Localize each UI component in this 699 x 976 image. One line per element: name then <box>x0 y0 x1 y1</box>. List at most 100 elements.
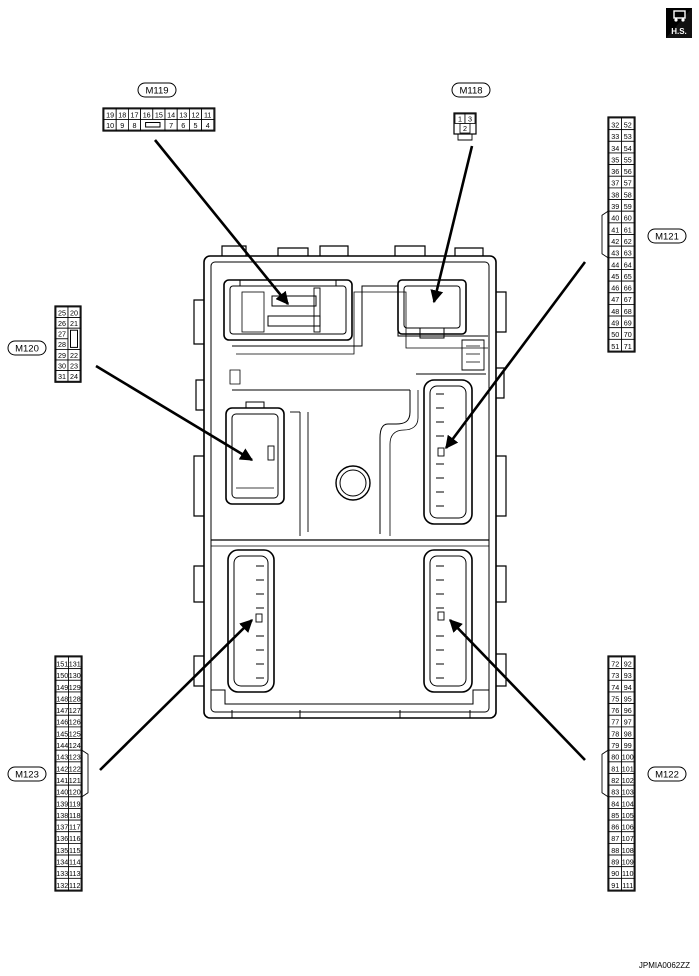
m122-pin-label: 91 <box>611 881 619 890</box>
m122-pin-label: 88 <box>611 846 619 855</box>
m123-pin-label: 150 <box>56 671 68 680</box>
m121-pin-label: 60 <box>624 214 632 223</box>
m122-pin-label: 72 <box>611 659 619 668</box>
m123-pin-label: 128 <box>69 694 81 703</box>
m123-pin-label: 126 <box>69 718 81 727</box>
m120-pin-label: 23 <box>70 361 78 370</box>
m119-socket <box>223 279 353 341</box>
m119-key <box>145 122 161 128</box>
m121-pin-label: 42 <box>611 237 619 246</box>
m122-socket <box>423 549 473 693</box>
m123-pin-label: 130 <box>69 671 81 680</box>
m118-socket <box>397 279 467 339</box>
m121-pin-label: 66 <box>624 284 632 293</box>
m123-socket <box>227 549 275 693</box>
m118-frame <box>453 112 477 135</box>
m122-pin-label: 97 <box>624 718 632 727</box>
m123-pin-label: 114 <box>69 858 80 867</box>
m123-pin-label: 148 <box>56 694 68 703</box>
m118-pin-label: 3 <box>468 114 472 123</box>
m120-pin-label: 22 <box>70 351 78 360</box>
m122-pin-label: 100 <box>622 753 634 762</box>
m122-pin-label: 80 <box>611 753 619 762</box>
m122-pin-label: 76 <box>611 706 619 715</box>
m122-pin-label: 79 <box>611 741 619 750</box>
m121-pin-label: 68 <box>624 307 632 316</box>
m123-pin-label: 121 <box>69 776 81 785</box>
m123-pin-label: 143 <box>56 753 68 762</box>
m122-pin-label: 111 <box>622 881 633 890</box>
m121-pin-label: 36 <box>611 167 619 176</box>
m122-pin-label: 107 <box>622 834 634 843</box>
m120-pin-label: 29 <box>58 351 66 360</box>
m122-pin-label: 75 <box>611 694 619 703</box>
m119-pin-label: 6 <box>181 121 185 130</box>
m122-pin-label: 96 <box>624 706 632 715</box>
m122-pin-label: 85 <box>611 811 619 820</box>
arrow-m120 <box>95 364 254 462</box>
m121-pin-label: 50 <box>611 330 619 339</box>
m123-pin-label: 141 <box>56 776 68 785</box>
m123-pin-label: 146 <box>56 718 68 727</box>
m123-pin-label: 123 <box>69 753 81 762</box>
label-m123-text: M123 <box>15 770 39 781</box>
arrow-m122 <box>449 619 586 761</box>
m118-pin-label: 1 <box>458 114 462 123</box>
m123-pin-label: 112 <box>69 881 80 890</box>
m123-pin-label: 139 <box>56 799 68 808</box>
m123-cell <box>68 877 82 891</box>
m122-pin-label: 77 <box>611 718 619 727</box>
label-m118: M118 <box>451 82 491 98</box>
m121-pin-label: 70 <box>624 330 632 339</box>
m123-pin-label: 113 <box>69 869 80 878</box>
label-m119: M119 <box>137 82 177 98</box>
m123-pin-label: 117 <box>69 823 80 832</box>
m121-pin-label: 55 <box>624 155 632 164</box>
m122-pin-label: 84 <box>611 799 619 808</box>
m123-pin-label: 131 <box>69 659 81 668</box>
m122-pin-label: 94 <box>624 683 632 692</box>
m121-pin-label: 38 <box>611 190 619 199</box>
m121-pin-label: 49 <box>611 319 619 328</box>
m121-pin-label: 43 <box>611 249 619 258</box>
m121-pin-label: 44 <box>611 260 619 269</box>
m119-pin-label: 9 <box>120 121 124 130</box>
m123-latch <box>81 749 89 798</box>
m122-frame <box>607 655 636 892</box>
m121-pin-label: 45 <box>611 272 619 281</box>
m121-pin-label: 57 <box>624 179 632 188</box>
m122-pin-label: 87 <box>611 834 619 843</box>
m119-pin-label: 19 <box>106 110 114 119</box>
m121-pin-label: 56 <box>624 167 632 176</box>
m120-frame <box>54 305 82 383</box>
m123-pin-label: 136 <box>56 834 68 843</box>
m121-pin-label: 34 <box>611 144 619 153</box>
m121-frame <box>607 116 636 353</box>
hs-badge-text: H.S. <box>671 27 687 36</box>
m123-pin-label: 129 <box>69 683 81 692</box>
m122-pin-label: 108 <box>622 846 634 855</box>
m121-pin-label: 35 <box>611 155 619 164</box>
m123-pin-label: 138 <box>56 811 68 820</box>
label-m122-text: M122 <box>655 770 679 781</box>
m123-pin-label: 147 <box>56 706 68 715</box>
m121-pin-label: 59 <box>624 202 632 211</box>
m119-cell <box>201 119 215 131</box>
m120-pin-label: 20 <box>70 308 78 317</box>
m123-pin-label: 133 <box>56 869 68 878</box>
m122-pin-label: 102 <box>622 776 634 785</box>
junction-block-housing <box>193 245 507 719</box>
m119-pin-label: 14 <box>167 110 175 119</box>
m123-pin-label: 135 <box>56 846 68 855</box>
m122-pin-label: 109 <box>622 858 634 867</box>
m121-pin-label: 32 <box>611 120 619 129</box>
leader-arrows <box>95 139 587 771</box>
m121-pin-label: 37 <box>611 179 619 188</box>
m122-pin-label: 86 <box>611 823 619 832</box>
m123-pin-label: 132 <box>56 881 68 890</box>
m123-pin-label: 116 <box>69 834 80 843</box>
m123-pin-label: 122 <box>69 764 81 773</box>
m121-pin-label: 46 <box>611 284 619 293</box>
